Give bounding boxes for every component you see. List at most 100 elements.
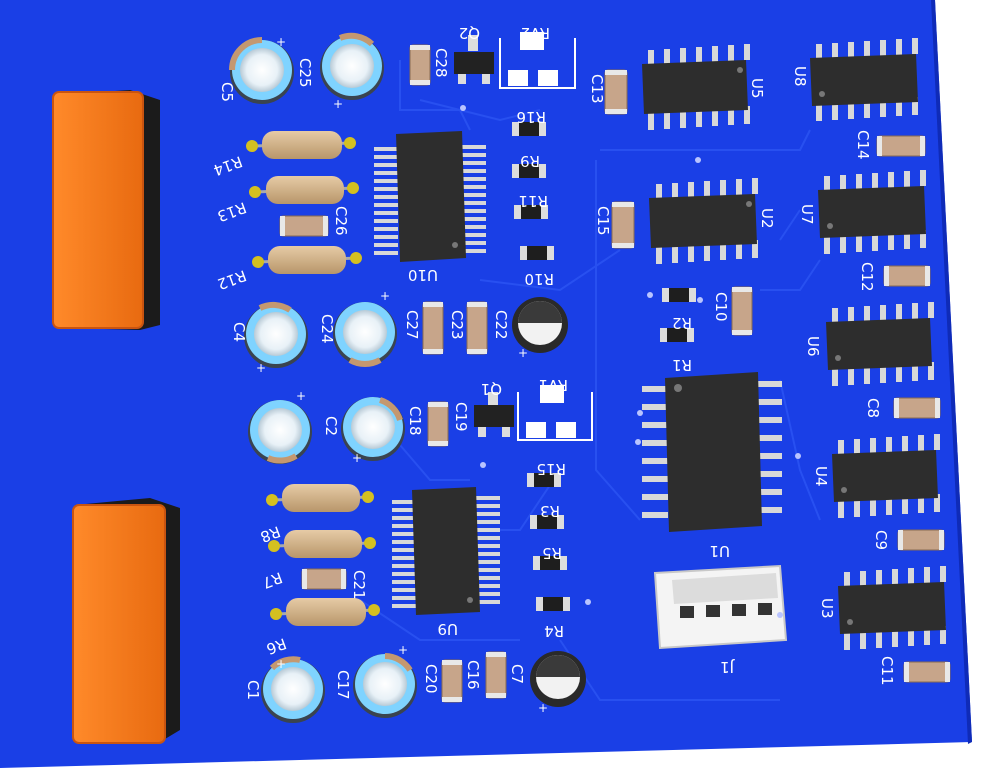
svg-text:+: +	[276, 657, 286, 671]
label-rv1: RV1	[539, 376, 568, 394]
label-r10: R10	[524, 270, 554, 288]
label-u4: U4	[812, 466, 830, 487]
label-c28: C28	[432, 48, 450, 78]
resistor-r6	[270, 598, 380, 626]
soic-ics	[642, 38, 946, 650]
cap-c22	[512, 297, 568, 353]
label-c8: C8	[864, 398, 882, 418]
label-u6: U6	[804, 336, 822, 357]
label-c16: C16	[464, 660, 482, 690]
svg-text:+: +	[380, 289, 390, 303]
resistor-r13	[249, 176, 359, 204]
cap-c18	[341, 397, 405, 461]
label-r8: R8	[258, 522, 283, 546]
label-c18: C18	[406, 406, 424, 436]
label-c13: C13	[588, 74, 606, 104]
label-r9: R9	[520, 152, 540, 170]
label-r6: R6	[264, 634, 289, 658]
cap-c2	[248, 400, 312, 464]
cap-c5	[229, 37, 294, 104]
resistor-r14	[246, 131, 356, 159]
label-r7: R7	[260, 568, 285, 592]
label-c11: C11	[878, 656, 896, 686]
label-u5: U5	[748, 78, 766, 99]
label-u3: U3	[818, 598, 836, 619]
label-u8: U8	[791, 66, 809, 87]
relay-lower	[72, 498, 180, 744]
ic-u9	[392, 487, 500, 615]
label-r1: R1	[672, 356, 692, 374]
label-c14: C14	[854, 130, 872, 160]
label-u7: U7	[798, 204, 816, 225]
relay-upper	[52, 90, 160, 330]
label-c25: C25	[296, 58, 314, 88]
cap-c1	[261, 656, 325, 723]
svg-text:+: +	[538, 701, 548, 715]
label-r16: R16	[516, 108, 546, 126]
label-r4: R4	[544, 622, 564, 640]
cap-c25	[320, 32, 384, 100]
smd-resistors	[512, 122, 696, 611]
label-r11: R11	[518, 192, 548, 210]
label-c21: C21	[350, 570, 368, 600]
smd-cap-ends	[280, 45, 950, 702]
label-u1: U1	[709, 542, 730, 560]
label-q1: Q1	[481, 380, 502, 398]
label-u2: U2	[758, 208, 776, 229]
label-r3: R3	[540, 502, 560, 520]
label-j1: J1	[720, 658, 735, 676]
transistor-q2	[454, 35, 494, 84]
label-c19: C19	[452, 402, 470, 432]
svg-text:+: +	[333, 97, 343, 111]
vias	[460, 105, 801, 618]
ic-u10	[374, 131, 486, 262]
label-c4: C4	[230, 322, 248, 342]
label-c10: C10	[712, 292, 730, 322]
label-c5: C5	[218, 82, 236, 102]
svg-text:+: +	[352, 451, 362, 465]
svg-text:+: +	[256, 361, 266, 375]
label-u10: U10	[408, 266, 438, 284]
ic-u1	[642, 372, 782, 532]
label-r15: R15	[536, 460, 566, 478]
trimmer-rv2	[499, 32, 576, 89]
silkscreen-labels: C5 C25 C28 Q2 RV2 R16 R9 R11 R10 U10 C13…	[211, 24, 896, 700]
label-u9: U9	[437, 620, 458, 638]
pcb-traces	[359, 60, 821, 701]
trimmer-rv1	[517, 385, 593, 441]
label-c20: C20	[422, 664, 440, 694]
label-c12: C12	[858, 262, 876, 292]
label-r5: R5	[542, 544, 562, 562]
resistor-r8	[266, 484, 374, 512]
label-c2: C2	[322, 416, 340, 436]
label-rv2: RV2	[521, 24, 550, 42]
label-c1: C1	[244, 680, 262, 700]
label-q2: Q2	[459, 24, 480, 42]
label-c9: C9	[872, 530, 890, 550]
cap-c24	[333, 302, 397, 367]
polarity-marks: + + + + + + + + + +	[256, 35, 548, 715]
svg-text:+: +	[296, 389, 306, 403]
board-edge	[931, 0, 972, 744]
label-c7: C7	[508, 664, 526, 684]
label-r2: R2	[672, 314, 692, 332]
svg-text:+: +	[276, 35, 286, 49]
resistor-r7	[268, 530, 376, 558]
label-c23: C23	[448, 310, 466, 340]
label-c27: C27	[403, 310, 421, 340]
svg-text:+: +	[518, 346, 528, 360]
connector-j1	[653, 564, 788, 650]
label-c26: C26	[332, 206, 350, 236]
transistor-q1	[474, 392, 514, 437]
svg-text:+: +	[398, 643, 408, 657]
cap-c4	[244, 301, 308, 368]
cap-c17	[353, 653, 417, 718]
label-c22: C22	[492, 310, 510, 340]
label-c17: C17	[334, 670, 352, 700]
cap-c7	[530, 651, 586, 707]
label-c15: C15	[594, 206, 612, 236]
resistor-r12	[252, 246, 362, 274]
label-c24: C24	[318, 314, 336, 344]
